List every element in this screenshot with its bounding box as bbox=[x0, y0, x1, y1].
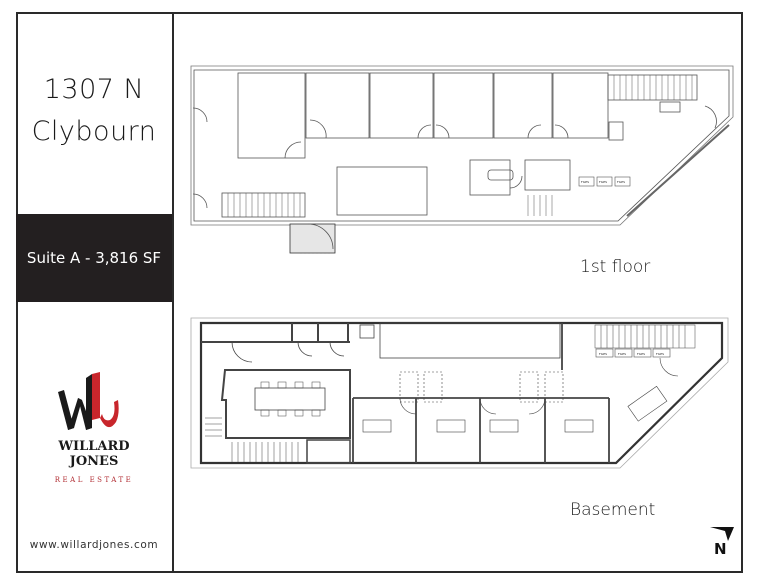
brand-tagline: REAL ESTATE bbox=[54, 476, 134, 484]
first-floor-plan bbox=[190, 65, 734, 254]
willard-jones-logo bbox=[58, 372, 119, 430]
north-arrow: N bbox=[708, 526, 738, 566]
files-label: FILES bbox=[599, 180, 607, 184]
address-line-2: Clybourn bbox=[31, 116, 157, 147]
stairs-top bbox=[613, 75, 693, 100]
files-label: FILES bbox=[637, 352, 645, 356]
suite-size: Suite A - 3,816 SF bbox=[26, 249, 162, 267]
files-label: FILES bbox=[656, 352, 664, 356]
basement-plan bbox=[190, 317, 729, 469]
north-label: N bbox=[714, 540, 727, 558]
suite-banner: Suite A - 3,816 SF bbox=[16, 214, 172, 302]
first-floor-files: FILES FILES FILES bbox=[578, 176, 631, 187]
address-line-1: 1307 N bbox=[43, 74, 145, 105]
brand-name-line-2: JONES bbox=[69, 454, 119, 469]
files-label: FILES bbox=[617, 180, 625, 184]
basement-label: Basement bbox=[570, 500, 656, 520]
north-arrow-icon bbox=[710, 527, 734, 541]
files-label: FILES bbox=[618, 352, 626, 356]
first-floor-label: 1st floor bbox=[580, 257, 651, 277]
brand-name-line-1: WILLARD bbox=[58, 439, 130, 454]
website-link[interactable]: www.willardjones.com bbox=[29, 539, 159, 551]
files-label: FILES bbox=[581, 180, 589, 184]
basement-files: FILES FILES FILES FILES bbox=[595, 348, 671, 358]
files-label: FILES bbox=[599, 352, 607, 356]
sidebar: 1307 N Clybourn Suite A - 3,816 SF WILLA… bbox=[16, 12, 174, 573]
